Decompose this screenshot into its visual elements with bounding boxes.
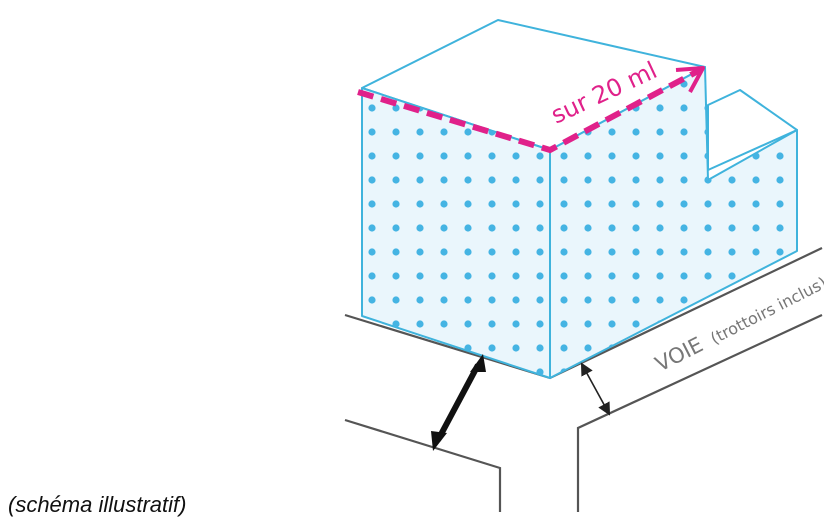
right-block-line bbox=[576, 314, 823, 512]
frontage-dashed-line bbox=[357, 67, 702, 154]
frontage-indicator bbox=[357, 66, 705, 154]
setback-arrow-thin bbox=[580, 362, 611, 416]
left-block-line bbox=[344, 418, 502, 512]
left-wall-dots bbox=[362, 88, 550, 378]
caption: (schéma illustratif) bbox=[8, 492, 187, 517]
building bbox=[361, 19, 798, 379]
right-wall-dots bbox=[550, 67, 797, 378]
setback-arrow-thick bbox=[431, 354, 486, 451]
road-label-main: VOIE bbox=[651, 332, 706, 376]
frontage-arrow-head bbox=[675, 66, 705, 93]
